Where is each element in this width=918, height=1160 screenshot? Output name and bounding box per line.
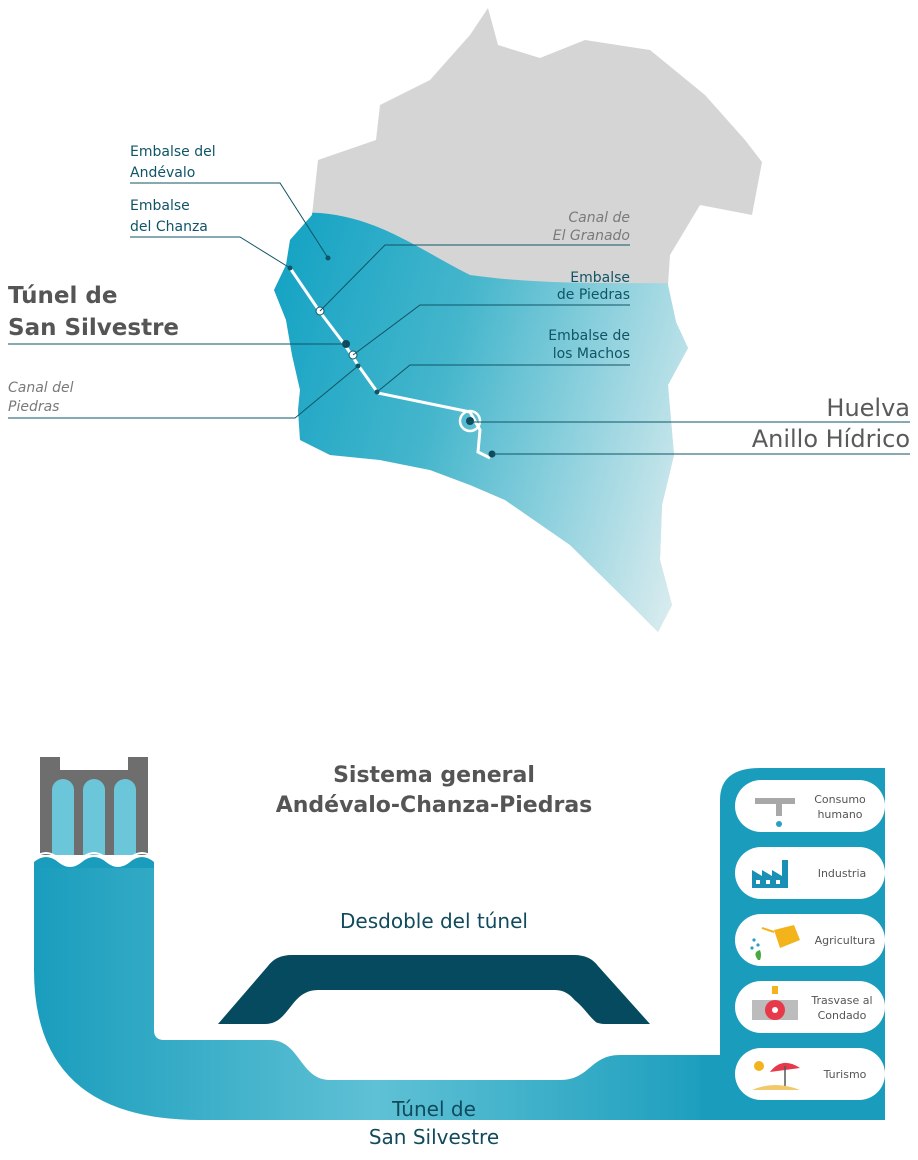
valve-icon [752,986,798,1020]
label-chanza-2: del Chanza [130,219,208,235]
label-piedras-2: de Piedras [557,287,630,303]
use-label-agricultura: Agricultura [815,934,876,947]
label-machos-1: Embalse de [548,328,630,344]
diagram-title-1: Sistema general [333,763,535,788]
label-chanza-1: Embalse [130,198,190,214]
label-granado-2: El Granado [553,228,630,244]
use-card-consumo: Consumo humano [735,780,885,832]
factory-icon [752,860,788,888]
use-card-agricultura: Agricultura [735,914,885,966]
use-label-consumo-2: humano [817,808,862,821]
label-tunel-2: San Silvestre [8,315,179,341]
diagram-title-2: Andévalo-Chanza-Piedras [276,793,593,818]
use-label-consumo-1: Consumo [814,793,866,806]
use-card-turismo: Turismo [735,1048,885,1100]
label-andevalo-2: Andévalo [130,165,195,181]
label-tunel-1: Túnel de [8,283,117,309]
label-andevalo-1: Embalse del [130,144,216,160]
desdoble-label: Desdoble del túnel [340,909,528,933]
label-anillo: Anillo Hídrico [752,425,910,453]
province-map: Embalse del Andévalo Embalse del Chanza … [8,8,910,632]
system-diagram: Sistema general Andévalo-Chanza-Piedras … [33,757,885,1149]
water-system-region [274,210,760,632]
faucet-icon [755,798,795,827]
tunel-label-2: San Silvestre [369,1125,499,1149]
label-huelva: Huelva [826,394,910,422]
bypass-tunnel [218,955,650,1024]
watering-can-icon [750,925,800,960]
dot-huelva [466,417,474,425]
label-machos-2: los Machos [553,346,630,362]
use-label-industria: Industria [818,867,867,880]
reservoir-water [34,857,154,870]
use-label-turismo: Turismo [823,1068,867,1081]
beach-umbrella-icon [752,1061,800,1090]
leader-lines [8,182,910,455]
dam-icon [40,757,148,855]
use-card-industria: Industria [735,847,885,899]
label-piedras-1: Embalse [570,270,630,286]
huelva-ring [458,409,482,433]
use-label-trasvase-2: Condado [818,1009,867,1022]
use-card-trasvase: Trasvase al Condado [735,981,885,1033]
label-granado-1: Canal de [568,210,630,226]
main-pipe [34,868,720,1120]
use-label-trasvase-1: Trasvase al [810,994,872,1007]
label-canal-piedras-2: Piedras [8,399,59,415]
label-canal-piedras-1: Canal del [8,380,74,396]
tunel-label-1: Túnel de [391,1097,476,1121]
